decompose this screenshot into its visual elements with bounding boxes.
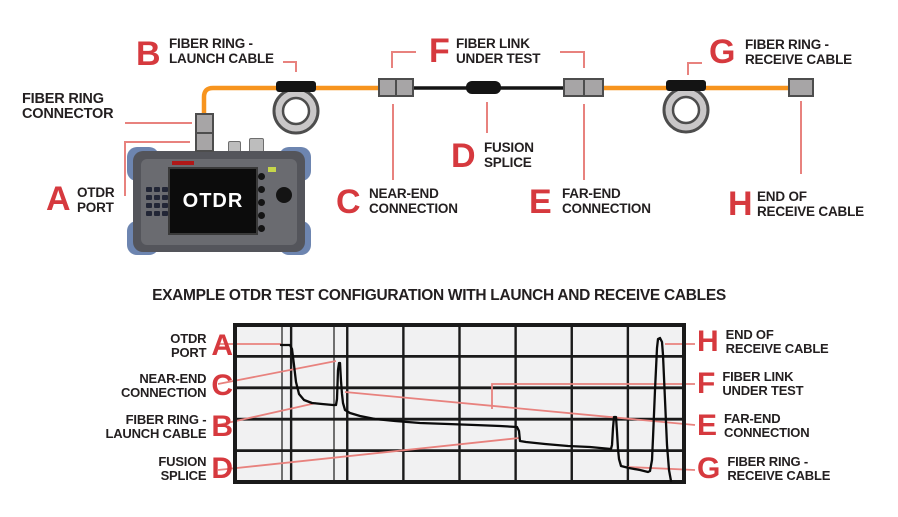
- receive-cable-pointer: [687, 62, 702, 75]
- fiber-ring-connector-label: FIBER RING CONNECTOR: [22, 91, 114, 122]
- device-key: [146, 187, 152, 192]
- end-of-receive-connector: [788, 78, 814, 97]
- chart-label-receive-cable: G FIBER RING - RECEIVE CABLE: [697, 452, 831, 485]
- label-g-text: FIBER RING - RECEIVE CABLE: [745, 37, 852, 67]
- chart-label-otdr-port: OTDR PORT A: [170, 329, 233, 362]
- device-screen-text: OTDR: [182, 189, 244, 212]
- label-a-text: OTDR PORT: [77, 185, 115, 215]
- chart-label-fiber-link: F FIBER LINK UNDER TEST: [697, 367, 804, 400]
- label-e-text: FAR-END CONNECTION: [562, 186, 651, 216]
- otdr-port-pointer: [124, 141, 190, 196]
- label-c-text: NEAR-END CONNECTION: [369, 186, 458, 216]
- device-key: [146, 195, 152, 200]
- device-soft-button: [258, 186, 265, 193]
- otdr-trace: [279, 336, 673, 483]
- chart-label-launch-cable: FIBER RING - LAUNCH CABLE B: [105, 410, 233, 443]
- receive-ring-clip: [666, 80, 706, 91]
- label-letter-g: G: [709, 33, 735, 71]
- device-key: [162, 211, 168, 216]
- callout-line-E: [344, 391, 696, 426]
- label-letter-a: A: [46, 180, 71, 218]
- device-key: [154, 187, 160, 192]
- device-soft-button: [258, 173, 265, 180]
- device-key: [154, 195, 160, 200]
- label-letter-h: H: [728, 185, 753, 223]
- label-h-text: END OF RECEIVE CABLE: [757, 189, 864, 219]
- chart-title: EXAMPLE OTDR TEST CONFIGURATION WITH LAU…: [152, 287, 726, 304]
- launch-fiber-ring-hole: [281, 96, 311, 126]
- chart-label-end-of-receive: H END OF RECEIVE CABLE: [697, 325, 829, 358]
- label-letter-c: C: [336, 183, 361, 221]
- device-dpad: [276, 187, 292, 203]
- label-b-text: FIBER RING - LAUNCH CABLE: [169, 36, 274, 66]
- label-f-text: FIBER LINK UNDER TEST: [456, 36, 541, 66]
- device-key: [154, 211, 160, 216]
- device-key: [146, 211, 152, 216]
- callout-line-D: [217, 437, 520, 471]
- label-letter-b: B: [136, 35, 161, 73]
- device-soft-button: [258, 225, 265, 232]
- launch-cable-fiber: [201, 85, 380, 151]
- device-key: [162, 187, 168, 192]
- label-d-text: FUSION SPLICE: [484, 140, 534, 170]
- device-brand-mark: [172, 161, 194, 165]
- device-key: [146, 203, 152, 208]
- device-key: [162, 195, 168, 200]
- fusion-splice: [466, 81, 501, 94]
- label-letter-f: F: [429, 32, 450, 70]
- device-key: [154, 203, 160, 208]
- label-letter-e: E: [529, 183, 552, 221]
- device-screen: OTDR: [168, 167, 258, 235]
- callout-line-C: [217, 360, 337, 385]
- plot-border: [233, 323, 686, 484]
- label-letter-d: D: [451, 137, 476, 175]
- device-soft-button: [258, 199, 265, 206]
- callout-line-F: [491, 383, 695, 409]
- launch-ring-clip: [276, 81, 316, 92]
- launch-cable-pointer: [283, 61, 297, 72]
- device-power-button: [268, 167, 276, 172]
- chart-label-far-end: E FAR-END CONNECTION: [697, 409, 810, 442]
- device-key: [162, 203, 168, 208]
- chart-label-fusion-splice: FUSION SPLICE D: [158, 452, 233, 485]
- fiber-link-bracket-left: [391, 51, 416, 68]
- receive-fiber-ring-hole: [671, 95, 701, 125]
- device-soft-button: [258, 212, 265, 219]
- fiber-link-bracket-right: [560, 51, 585, 68]
- chart-label-near-end: NEAR-END CONNECTION C: [120, 369, 233, 402]
